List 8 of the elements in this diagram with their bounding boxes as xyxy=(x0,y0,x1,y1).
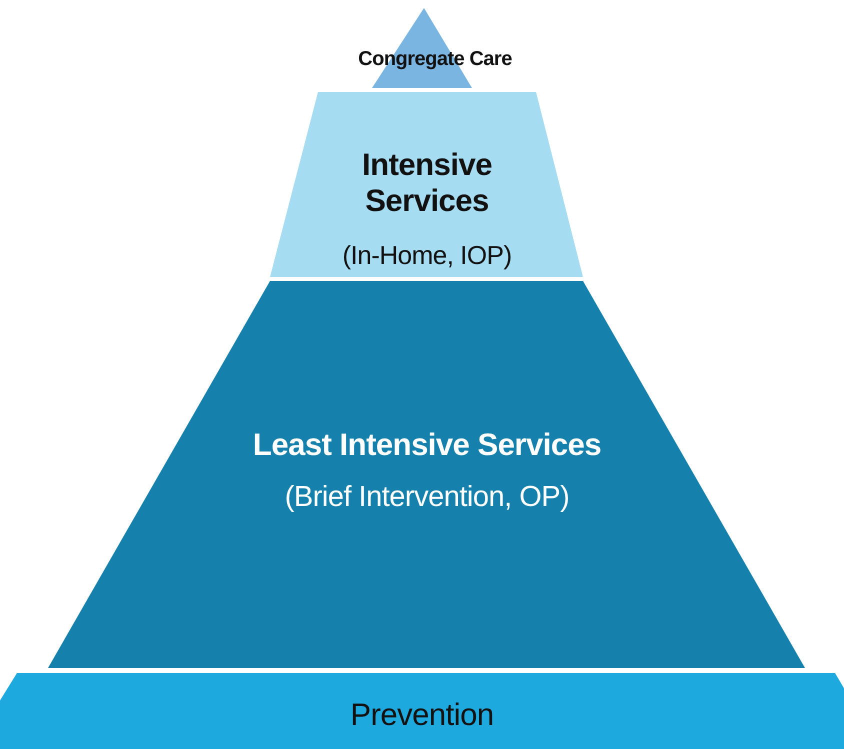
pyramid-tier xyxy=(0,673,844,749)
tier-subtitle: (Brief Intervention, OP) xyxy=(284,481,570,514)
tier-title: Intensive Services xyxy=(361,147,493,218)
tier-title: Prevention xyxy=(350,697,494,733)
tier-subtitle: (In-Home, IOP) xyxy=(342,240,512,271)
tier-title: Least Intensive Services xyxy=(252,427,602,463)
pyramid-tier xyxy=(270,92,584,278)
pyramid-tier xyxy=(48,281,806,669)
